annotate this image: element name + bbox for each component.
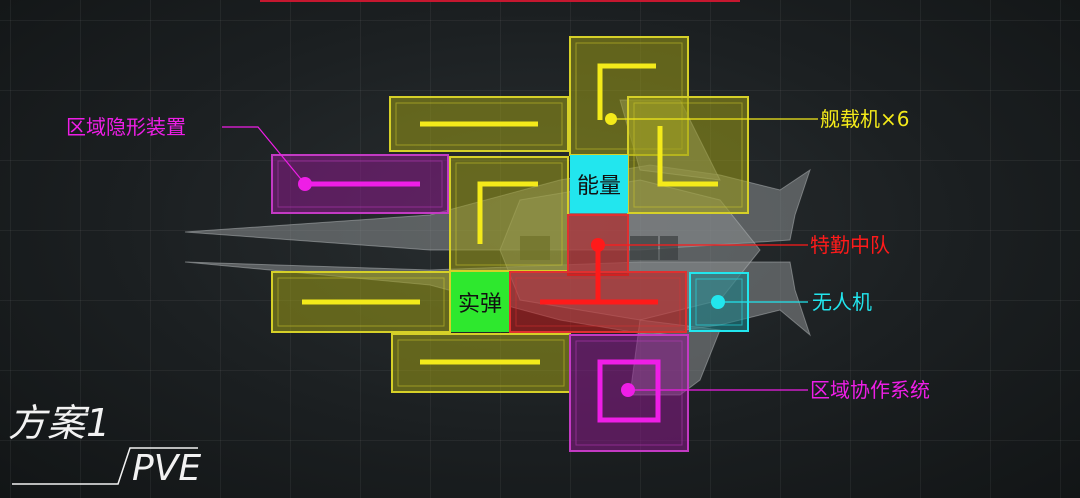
stealth-module	[271, 154, 449, 214]
coop-module	[569, 334, 689, 452]
ammo-tag: 实弹	[457, 292, 502, 317]
plan-title: 方案1	[8, 401, 112, 445]
energy-tag: 能量	[576, 174, 621, 199]
label-stealth: 区域隐形装置	[66, 115, 186, 139]
ammo-tag-bg	[451, 272, 509, 332]
label-special: 特勤中队	[810, 233, 890, 257]
top-accent-bar	[260, 0, 740, 2]
label-coop: 区域协作系统	[810, 378, 930, 402]
label-carrier: 舰载机×6	[820, 107, 910, 131]
energy-tag-bg	[570, 155, 628, 213]
label-drone: 无人机	[812, 290, 872, 314]
yellow-modules	[271, 36, 749, 393]
title-divider	[12, 447, 198, 485]
plan-mode: PVE	[132, 448, 202, 489]
